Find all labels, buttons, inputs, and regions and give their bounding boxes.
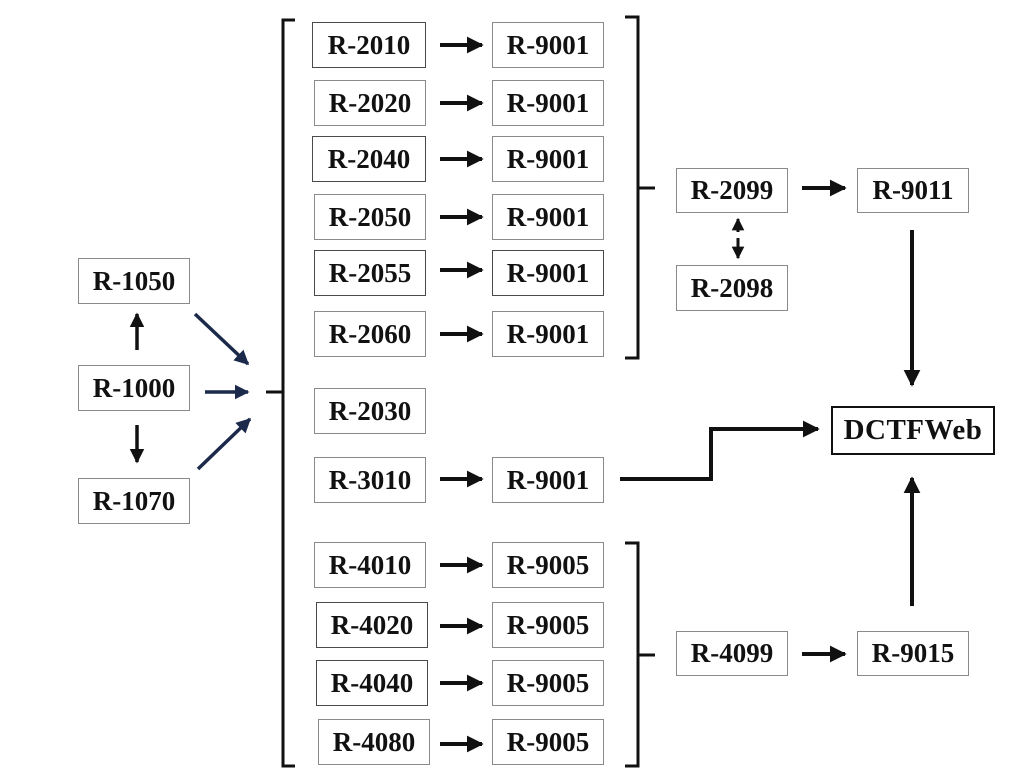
- node-r9005: R-9005: [492, 660, 604, 706]
- node-r9005: R-9005: [492, 542, 604, 588]
- node-label: R-9001: [506, 201, 590, 232]
- node-r9011: R-9011: [857, 168, 969, 213]
- node-r9005: R-9005: [492, 602, 604, 648]
- node-label: R-9005: [506, 549, 590, 580]
- node-r1000: R-1000: [78, 365, 190, 411]
- node-label: R-2010: [327, 29, 411, 60]
- node-label: R-4099: [690, 638, 774, 668]
- node-label: R-9011: [872, 175, 954, 205]
- node-r1050: R-1050: [78, 258, 190, 304]
- node-r9001: R-9001: [492, 457, 604, 503]
- node-label: R-9001: [506, 318, 590, 349]
- node-label: R-4080: [332, 726, 416, 757]
- node-label: DCTFWeb: [843, 414, 983, 446]
- node-label: R-9005: [506, 726, 590, 757]
- node-r9001: R-9001: [492, 311, 604, 357]
- node-r4080: R-4080: [318, 719, 430, 765]
- node-label: R-9001: [506, 464, 590, 495]
- node-label: R-2040: [327, 143, 411, 174]
- node-label: R-2050: [328, 201, 412, 232]
- node-r3010: R-3010: [314, 457, 426, 503]
- arrow-r1070-to-bracket: [196, 417, 252, 471]
- node-r9001: R-9001: [492, 194, 604, 240]
- node-label: R-2055: [328, 257, 412, 288]
- node-r2060: R-2060: [314, 311, 426, 357]
- node-label: R-9015: [871, 638, 955, 668]
- node-label: R-3010: [328, 464, 412, 495]
- node-label: R-9005: [506, 609, 590, 640]
- bracket-2000-group: [625, 15, 655, 360]
- node-r2098: R-2098: [676, 265, 788, 311]
- node-label: R-1050: [92, 265, 176, 296]
- node-r9001: R-9001: [492, 250, 604, 296]
- node-label: R-9005: [506, 667, 590, 698]
- node-r2055: R-2055: [314, 250, 426, 296]
- node-label: R-4020: [330, 609, 414, 640]
- node-r2050: R-2050: [314, 194, 426, 240]
- arrow-r9001-to-dctfweb: [620, 420, 820, 481]
- node-r2099: R-2099: [676, 168, 788, 213]
- node-label: R-9001: [506, 257, 590, 288]
- node-label: R-2030: [328, 395, 412, 426]
- node-label: R-1070: [92, 485, 176, 516]
- node-r2040: R-2040: [312, 136, 426, 182]
- node-r4010: R-4010: [314, 542, 426, 588]
- arrow-r1050-to-bracket: [193, 312, 250, 366]
- node-label: R-1000: [92, 372, 176, 403]
- node-label: R-2098: [690, 272, 774, 303]
- node-r1070: R-1070: [78, 478, 190, 524]
- bracket-4000-group: [625, 541, 655, 768]
- node-r2020: R-2020: [314, 80, 426, 126]
- node-label: R-9001: [506, 29, 590, 60]
- node-r9001: R-9001: [492, 80, 604, 126]
- node-label: R-9001: [506, 143, 590, 174]
- node-label: R-9001: [506, 87, 590, 118]
- node-r9001: R-9001: [492, 22, 604, 68]
- node-r9005: R-9005: [492, 719, 604, 765]
- node-label: R-4040: [330, 667, 414, 698]
- node-label: R-2020: [328, 87, 412, 118]
- node-label: R-2099: [690, 175, 774, 205]
- node-label: R-4010: [328, 549, 412, 580]
- node-r4099: R-4099: [676, 631, 788, 676]
- node-r2030: R-2030: [314, 388, 426, 434]
- main-left-bracket: [266, 18, 295, 768]
- node-r2010: R-2010: [312, 22, 426, 68]
- node-r4040: R-4040: [316, 660, 428, 706]
- node-r9015: R-9015: [857, 631, 969, 676]
- node-dctfweb: DCTFWeb: [831, 406, 995, 455]
- node-label: R-2060: [328, 318, 412, 349]
- node-r4020: R-4020: [316, 602, 428, 648]
- node-r9001: R-9001: [492, 136, 604, 182]
